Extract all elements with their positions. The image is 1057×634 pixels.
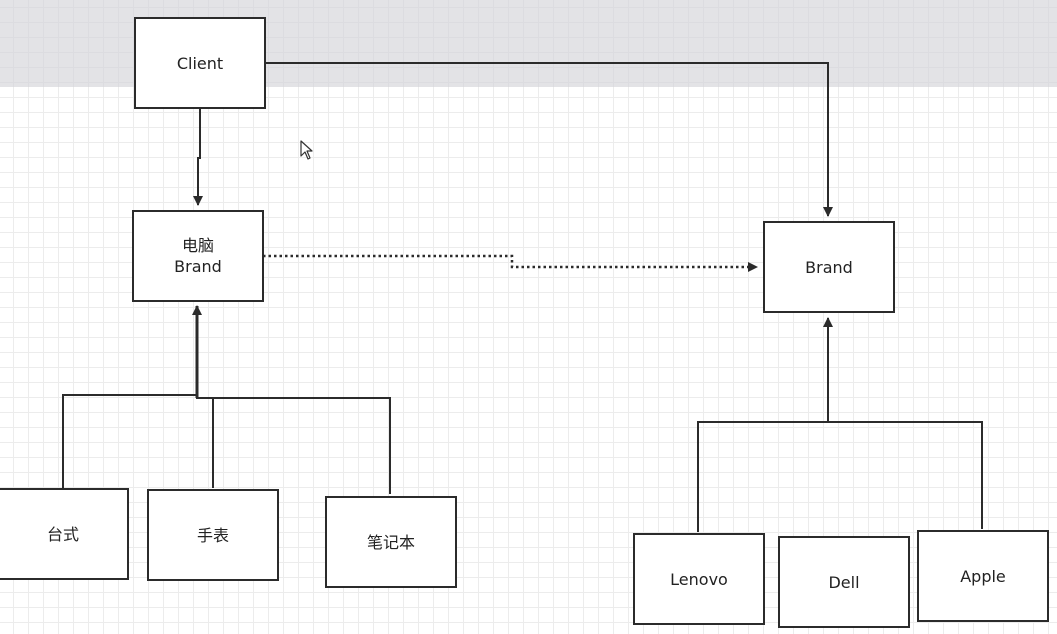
computer-brand-label-line2: Brand — [174, 257, 222, 276]
computer-brand-to-brand-dotted-arrow[interactable] — [263, 254, 758, 272]
computer-brand-node[interactable]: 电脑 Brand — [132, 210, 264, 302]
dell-node[interactable]: Dell — [778, 536, 910, 628]
lenovo-node[interactable]: Lenovo — [633, 533, 765, 625]
laptop-node[interactable]: 笔记本 — [325, 496, 457, 588]
desktop-label: 台式 — [46, 524, 79, 544]
desktop-node[interactable]: 台式 — [0, 488, 129, 580]
computer-brand-label-line1: 电脑 — [181, 236, 214, 255]
computer-subclass-tree-connector[interactable] — [62, 394, 391, 494]
watch-node[interactable]: 手表 — [147, 489, 279, 581]
lenovo-label: Lenovo — [670, 569, 728, 589]
watch-label: 手表 — [196, 525, 229, 545]
apple-node[interactable]: Apple — [917, 530, 1049, 622]
laptop-label: 笔记本 — [366, 532, 415, 552]
brand-node[interactable]: Brand — [763, 221, 895, 313]
client-to-computer-brand-arrow[interactable] — [193, 108, 203, 206]
brand-subclass-tree-connector[interactable] — [697, 421, 983, 532]
brand-label: Brand — [805, 257, 853, 277]
apple-label: Apple — [960, 566, 1006, 586]
client-node[interactable]: Client — [134, 17, 266, 109]
client-label: Client — [176, 53, 224, 73]
client-to-brand-arrow[interactable] — [264, 62, 833, 217]
mouse-pointer-icon — [300, 140, 313, 160]
dell-label: Dell — [828, 572, 860, 592]
